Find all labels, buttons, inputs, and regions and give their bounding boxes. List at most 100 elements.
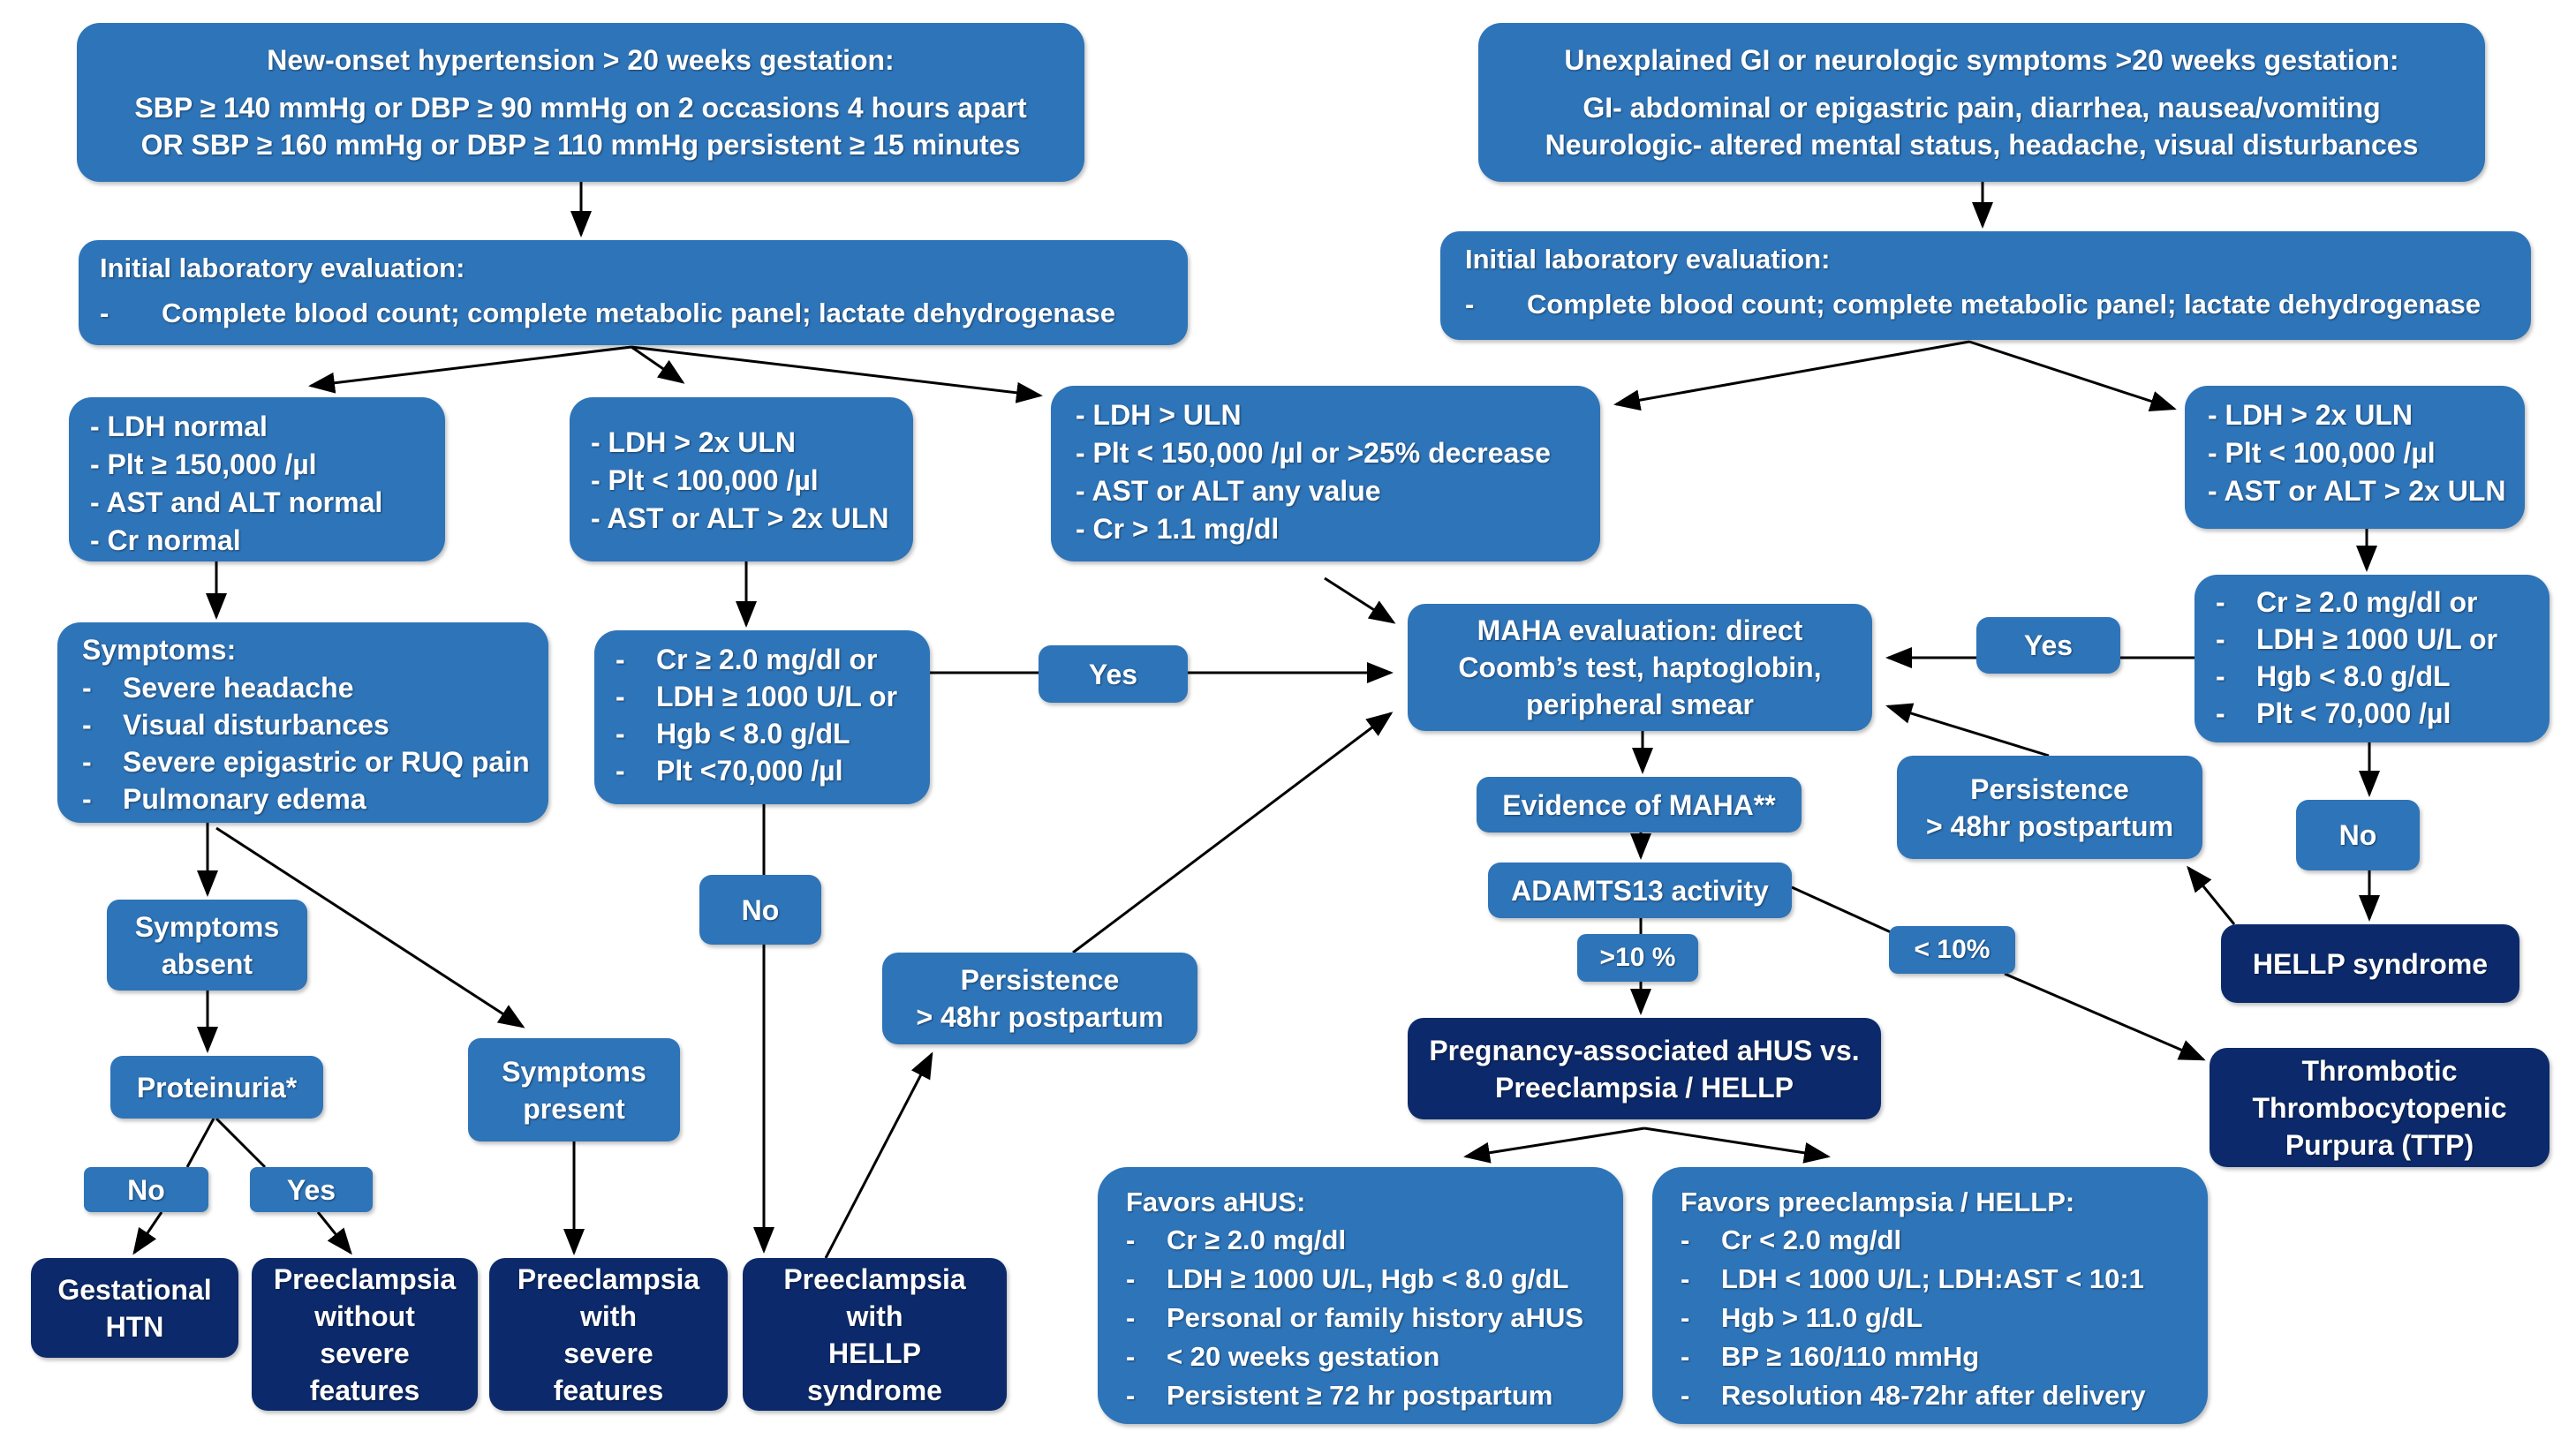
entry-symptoms-title: Unexplained GI or neurologic symptoms >2… xyxy=(1564,44,2399,76)
ldh-normal-box: - LDH normal - Plt ≥ 150,000 /µl - AST a… xyxy=(69,397,445,561)
entry-hypertension-title: New-onset hypertension > 20 weeks gestat… xyxy=(267,44,895,76)
favors-ahus-box: Favors aHUS: -Cr ≥ 2.0 mg/dl -LDH ≥ 1000… xyxy=(1098,1167,1623,1424)
bullet-dash: - xyxy=(616,718,625,750)
symptoms-present-box: Symptoms present xyxy=(468,1038,680,1141)
preeclampsia-hellp-outcome: Preeclampsia with HELLP syndrome xyxy=(743,1258,1007,1411)
favors-ahus-title: Favors aHUS: xyxy=(1126,1187,1306,1217)
criteria-line: -Personal or family history aHUS xyxy=(1126,1299,1595,1337)
yes-left-label: Yes xyxy=(1039,645,1188,703)
no-right-label: No xyxy=(2296,800,2420,870)
bullet-dash: - xyxy=(82,709,92,741)
bullet-dash: - xyxy=(1681,1380,1690,1411)
proteinuria-box: Proteinuria* xyxy=(110,1056,323,1119)
lt10-label: < 10% xyxy=(1889,926,2015,974)
criteria-text: < 20 weeks gestation xyxy=(1167,1341,1440,1372)
criteria-text: Severe epigastric or RUQ pain xyxy=(123,746,530,778)
bullet-dash: - xyxy=(2216,697,2225,729)
criteria-text: Personal or family history aHUS xyxy=(1167,1302,1584,1333)
bullet-dash: - xyxy=(1681,1224,1690,1255)
entry-symptoms-line: Neurologic- altered mental status, heada… xyxy=(1545,129,2419,161)
arrow-hellp-to-persistence xyxy=(2187,865,2236,925)
criteria-line: - AST or ALT > 2x ULN xyxy=(591,502,889,534)
symptom-item: -Pulmonary edema xyxy=(82,780,524,817)
arrow-paahus-to-favors-pre xyxy=(1643,1126,1831,1164)
criteria-line: - LDH > 2x ULN xyxy=(2208,399,2414,431)
arrow-lab-left-to-ldh-2x xyxy=(631,345,685,384)
bullet-dash: - xyxy=(2216,586,2225,618)
adamts13-box: ADAMTS13 activity xyxy=(1488,863,1792,918)
criteria-line: - AST or ALT any value xyxy=(1076,475,1381,507)
evidence-maha-box: Evidence of MAHA** xyxy=(1477,777,1802,832)
criteria-text: Severe headache xyxy=(123,672,354,704)
severe-labs-right-box: -Cr ≥ 2.0 mg/dl or -LDH ≥ 1000 U/L or -H… xyxy=(2195,575,2550,742)
bullet-dash: - xyxy=(1126,1263,1136,1294)
maha-evaluation-box: MAHA evaluation: direct Coomb’s test, ha… xyxy=(1408,604,1872,731)
criteria-line: -Hgb < 8.0 g/dL xyxy=(2216,658,2528,695)
arrow-yes-to-pre-without xyxy=(316,1211,352,1255)
criteria-text: Plt < 70,000 /µl xyxy=(2256,697,2451,729)
gt10-label: >10 % xyxy=(1577,934,1698,982)
criteria-text: Hgb > 11.0 g/dL xyxy=(1721,1302,1923,1333)
criteria-text: Complete blood count; complete metabolic… xyxy=(1527,289,2482,320)
criteria-line: -BP ≥ 160/110 mmHg xyxy=(1681,1337,2179,1376)
criteria-line: - LDH normal xyxy=(90,411,268,442)
criteria-text: Pulmonary edema xyxy=(123,783,366,815)
bullet-dash: - xyxy=(100,298,110,328)
criteria-line: - Plt < 100,000 /µl xyxy=(2208,437,2436,469)
bullet-dash: - xyxy=(1126,1380,1136,1411)
bullet-dash: - xyxy=(1681,1263,1690,1294)
bullet-dash: - xyxy=(82,672,92,704)
arrow-symptoms-to-present xyxy=(215,826,525,1028)
arrow-lab-right-to-ldh-2x xyxy=(1968,340,2177,411)
lab-eval-item: - Complete blood count; complete metabol… xyxy=(100,294,1167,333)
severe-labs-left-box: -Cr ≥ 2.0 mg/dl or -LDH ≥ 1000 U/L or -H… xyxy=(594,630,930,804)
criteria-text: Persistent ≥ 72 hr postpartum xyxy=(1167,1380,1553,1411)
persistence-middle-box: Persistence > 48hr postpartum xyxy=(882,953,1197,1044)
no-proteinuria-label: No xyxy=(84,1167,208,1212)
persistence-right-box: Persistence > 48hr postpartum xyxy=(1897,756,2202,859)
criteria-line: -Plt < 70,000 /µl xyxy=(2216,695,2528,732)
arrow-lab-left-to-ldh-uln xyxy=(631,345,1043,403)
lab-eval-title: Initial laboratory evaluation: xyxy=(100,252,465,283)
criteria-text: BP ≥ 160/110 mmHg xyxy=(1721,1341,1980,1372)
arrow-no-to-gestational-htn xyxy=(132,1211,163,1255)
no-middle-label: No xyxy=(699,875,821,945)
criteria-line: - Cr > 1.1 mg/dl xyxy=(1076,513,1280,545)
criteria-text: Cr ≥ 2.0 mg/dl or xyxy=(656,644,878,675)
entry-hypertension-line: SBP ≥ 140 mmHg or DBP ≥ 90 mmHg on 2 occ… xyxy=(134,92,1027,124)
criteria-line: -Hgb < 8.0 g/dL xyxy=(616,715,909,752)
ttp-outcome: Thrombotic Thrombocytopenic Purpura (TTP… xyxy=(2210,1048,2550,1167)
criteria-line: -Cr ≥ 2.0 mg/dl or xyxy=(2216,584,2528,621)
favors-preeclampsia-box: Favors preeclampsia / HELLP: -Cr < 2.0 m… xyxy=(1652,1167,2208,1424)
criteria-line: - Plt ≥ 150,000 /µl xyxy=(90,448,317,480)
criteria-line: -Persistent ≥ 72 hr postpartum xyxy=(1126,1376,1595,1415)
bullet-dash: - xyxy=(616,681,625,712)
lab-eval-item: - Complete blood count; complete metabol… xyxy=(1465,285,2506,324)
criteria-line: - LDH > 2x ULN xyxy=(591,426,797,458)
entry-hypertension-line: OR SBP ≥ 160 mmHg or DBP ≥ 110 mmHg pers… xyxy=(140,129,1021,161)
ldh-2x-right-box: - LDH > 2x ULN - Plt < 100,000 /µl - AST… xyxy=(2185,386,2525,529)
entry-symptoms-box: Unexplained GI or neurologic symptoms >2… xyxy=(1478,23,2485,182)
arrow-paahus-to-favors-ahus xyxy=(1463,1126,1645,1164)
arrow-lt10-to-ttp xyxy=(2004,972,2206,1061)
criteria-text: Hgb < 8.0 g/dL xyxy=(656,718,850,750)
criteria-text: Hgb < 8.0 g/dL xyxy=(2256,660,2451,692)
bullet-dash: - xyxy=(2216,623,2225,655)
ldh-uln-box: - LDH > ULN - Plt < 150,000 /µl or >25% … xyxy=(1051,386,1600,561)
favors-preeclampsia-title: Favors preeclampsia / HELLP: xyxy=(1681,1187,2075,1217)
criteria-text: Resolution 48-72hr after delivery xyxy=(1721,1380,2146,1411)
arrow-lab-left-to-ldh-normal xyxy=(308,345,632,394)
criteria-line: - Cr normal xyxy=(90,524,241,556)
entry-hypertension-box: New-onset hypertension > 20 weeks gestat… xyxy=(77,23,1084,182)
criteria-line: - AST or ALT > 2x ULN xyxy=(2208,475,2506,507)
criteria-line: - AST and ALT normal xyxy=(90,486,383,518)
criteria-line: -Plt <70,000 /µl xyxy=(616,752,909,789)
preeclampsia-severe-outcome: Preeclampsia with severe features xyxy=(489,1258,728,1411)
criteria-text: LDH ≥ 1000 U/L or xyxy=(656,681,898,712)
criteria-text: LDH ≥ 1000 U/L, Hgb < 8.0 g/dL xyxy=(1167,1263,1569,1294)
lab-eval-title: Initial laboratory evaluation: xyxy=(1465,244,1831,275)
criteria-text: Cr < 2.0 mg/dl xyxy=(1721,1224,1902,1255)
preeclampsia-without-severe-outcome: Preeclampsia without severe features xyxy=(252,1258,478,1411)
symptoms-box: Symptoms: -Severe headache -Visual distu… xyxy=(57,622,548,823)
